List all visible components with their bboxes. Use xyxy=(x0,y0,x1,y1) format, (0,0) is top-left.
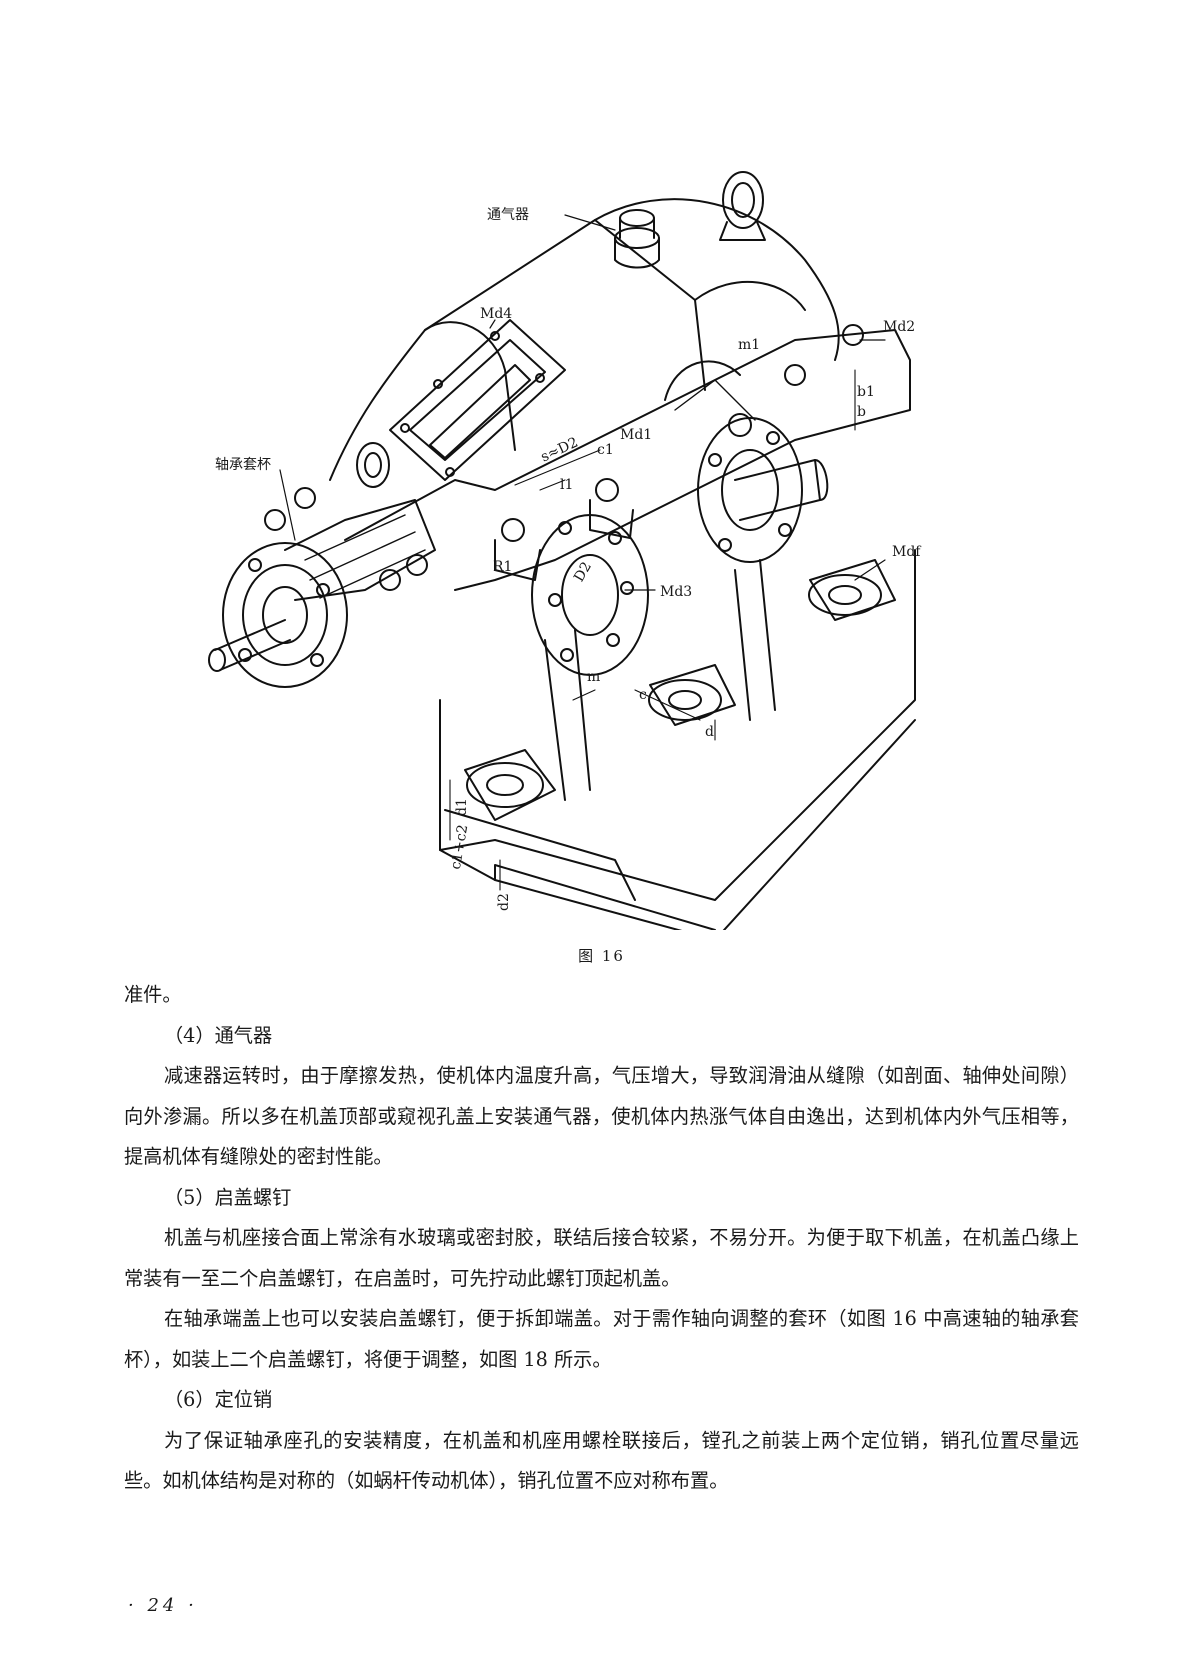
label-md1: Md1 xyxy=(620,427,653,443)
paragraph-breather: 减速器运转时，由于摩擦发热，使机体内温度升高，气压增大，导致润滑油从缝隙（如剖面… xyxy=(124,1064,1079,1168)
label-c: c xyxy=(639,687,647,703)
figure-caption: 图 16 xyxy=(578,947,625,965)
heading-breather: （4）通气器 xyxy=(164,1023,273,1047)
paragraph-lifting-screw-1: 机盖与机座接合面上常涂有水玻璃或密封胶，联结后接合较紧，不易分开。为便于取下机盖… xyxy=(124,1226,1079,1290)
paragraph-dowel-pin: 为了保证轴承座孔的安装精度，在机盖和机座用螺栓联接后，镗孔之前装上两个定位销，销… xyxy=(124,1428,1079,1493)
page-number: · 24 · xyxy=(128,1595,198,1616)
gear-reducer-drawing xyxy=(208,171,916,930)
label-m: m xyxy=(587,669,601,685)
label-md2: Md2 xyxy=(883,319,916,335)
label-d: d xyxy=(705,724,714,740)
label-d1: d1 xyxy=(453,798,470,816)
label-md3: Md3 xyxy=(660,584,693,600)
label-m1: m1 xyxy=(738,337,761,353)
label-d2-small: d2 xyxy=(495,893,512,911)
heading-lifting-screw: （5）启盖螺钉 xyxy=(164,1185,292,1209)
label-r1: R1 xyxy=(493,559,513,575)
heading-dowel-pin: （6）定位销 xyxy=(164,1388,273,1411)
paragraph-continuation: 准件。 xyxy=(124,983,182,1006)
label-b: b xyxy=(857,404,866,420)
label-breather: 通气器 xyxy=(487,207,529,223)
paragraph-lifting-screw-2: 在轴承端盖上也可以安装启盖螺钉，便于拆卸端盖。对于需作轴向调整的套环（如图 16… xyxy=(124,1307,1079,1371)
label-c1: c1 xyxy=(597,442,614,458)
label-b1: b1 xyxy=(857,384,875,400)
label-mdf: Mdf xyxy=(892,544,921,560)
label-bearing-cup: 轴承套杯 xyxy=(215,457,271,473)
body-text: 准件。 （4）通气器 减速器运转时，由于摩擦发热，使机体内温度升高，气压增大，导… xyxy=(124,975,1079,1502)
reducer-figure: 通气器 Md4 Md2 m1 Md1 轴承套杯 s≈D2 c1 l1 R1 D2… xyxy=(195,160,995,930)
label-l1: l1 xyxy=(560,477,574,493)
label-md4: Md4 xyxy=(480,306,513,322)
